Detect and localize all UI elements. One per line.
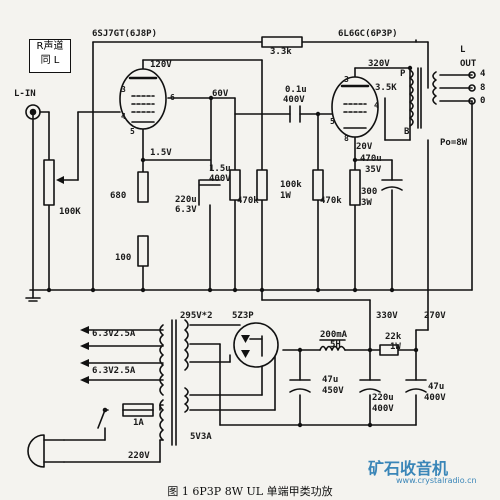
r100k-label: 100k (280, 180, 302, 190)
pot-label: 100K (59, 207, 81, 217)
ot-p: P (400, 69, 406, 79)
tube-v1-icon (119, 68, 167, 130)
watermark-url: www.crystalradio.cn (396, 476, 477, 485)
resistors (137, 36, 399, 356)
ck-label: 470u (360, 154, 382, 164)
f2-label: 220u (372, 393, 394, 403)
f3-volt: 400V (424, 393, 446, 403)
channel-note-line1: R声道 (36, 41, 64, 52)
c1-volt: 400V (209, 174, 231, 184)
rectifier-label: 5Z3P (232, 311, 254, 321)
fuse-icon (122, 403, 154, 417)
channel-note-line2: 同 L (40, 55, 60, 66)
f1-volt: 450V (322, 386, 344, 396)
watermark-title: 矿石收音机 (368, 459, 449, 478)
v-20: 20V (356, 142, 373, 152)
rectifier-tube-icon (233, 322, 279, 368)
pin-4b: 4 (374, 101, 379, 110)
f3-label: 47u (428, 382, 445, 392)
fuse-label: 1A (133, 418, 144, 428)
channel-note-box: R声道 同 L (29, 39, 71, 73)
choke-icon (319, 339, 346, 351)
tube-v2-label: 6L6GC(6P3P) (338, 29, 398, 39)
heater-1: 6.3V2.5A (92, 329, 136, 339)
figure-caption: 图 1 6P3P 8W UL 单端甲类功放 (167, 485, 333, 498)
r470b-label: 470k (320, 196, 342, 206)
pin-4a: 4 (121, 112, 126, 121)
v-120: 120V (150, 60, 172, 70)
power-transformer-icon (159, 319, 189, 446)
input-jack-icon (25, 104, 41, 120)
pin-6a: 6 (170, 93, 175, 102)
f2-volt: 400V (372, 404, 394, 414)
r300-watt: 3W (361, 198, 372, 208)
signal-wires (25, 41, 473, 302)
cc-label: 0.1u (285, 85, 307, 95)
output-tap-0: 0 (480, 96, 486, 106)
mains-voltage: 220V (128, 451, 150, 461)
r680-label: 680 (110, 191, 127, 201)
cc-volt: 400V (283, 95, 305, 105)
output-transformer-icon (409, 67, 437, 129)
output-name: L (460, 45, 466, 55)
output-terminals (468, 71, 476, 105)
ck-volt: 35V (365, 165, 382, 175)
junction-dots (46, 65, 419, 428)
pin-5a: 5 (130, 127, 135, 136)
output-power: Po=8W (440, 138, 468, 148)
ot-b: B (404, 127, 410, 137)
output-tap-4: 4 (480, 69, 486, 79)
r300-label: 300 (361, 187, 378, 197)
rect-heater: 5V3A (190, 432, 212, 442)
choke-current: 200mA (320, 330, 348, 340)
output-tap-8: 8 (480, 83, 486, 93)
v-320: 320V (368, 59, 390, 69)
power-switch-icon (97, 407, 108, 429)
v-270: 270V (424, 311, 446, 321)
input-label: L-IN (14, 89, 36, 99)
pin-8b: 8 (344, 134, 349, 143)
v-330: 330V (376, 311, 398, 321)
c1-label: 1.5u (209, 164, 231, 174)
r22k-watt: 1W (390, 342, 401, 352)
volume-pot (43, 159, 64, 206)
c2-label: 220u (175, 195, 197, 205)
tube-v1-label: 6SJ7GT(6J8P) (92, 29, 158, 39)
pin-3a: 3 (121, 85, 126, 94)
pin-3b: 3 (344, 75, 349, 84)
ht-winding: 295V*2 (180, 311, 213, 321)
capacitors (198, 105, 427, 393)
r100-label: 100 (115, 253, 132, 263)
ot-primary: 3.5K (375, 83, 397, 93)
output-out: OUT (460, 59, 477, 69)
f1-label: 47u (322, 375, 339, 385)
v-1_5: 1.5V (150, 148, 172, 158)
mains-plug-icon (27, 434, 65, 468)
heater-2: 6.3V2.5A (92, 366, 136, 376)
choke-henry: 5H (330, 340, 341, 350)
pin-5b: 5 (330, 117, 335, 126)
r470a-label: 470k (237, 196, 259, 206)
r100k-watt: 1W (280, 191, 291, 201)
r-feedback-label: 3.3k (270, 47, 292, 57)
heater-arrows (80, 326, 89, 384)
v-60: 60V (212, 89, 229, 99)
tube-v2-icon (331, 76, 379, 138)
c2-volt: 6.3V (175, 205, 197, 215)
r22k-label: 22k (385, 332, 402, 342)
